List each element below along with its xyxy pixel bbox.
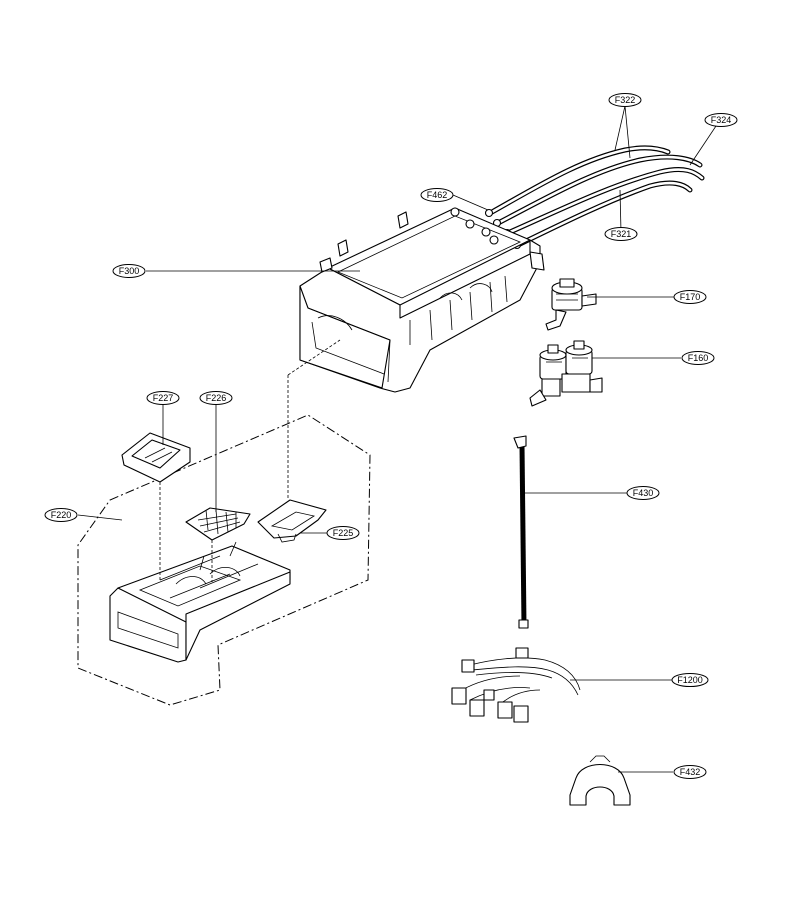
tube-part <box>513 435 529 629</box>
svg-text:F225: F225 <box>333 528 354 538</box>
leader-lines <box>77 105 721 773</box>
label-f462: F462 <box>420 188 454 202</box>
svg-text:F227: F227 <box>153 393 174 403</box>
svg-text:F300: F300 <box>119 266 140 276</box>
label-f220: F220 <box>44 508 78 522</box>
label-f430: F430 <box>626 486 660 500</box>
svg-text:F322: F322 <box>615 95 636 105</box>
label-f324: F324 <box>704 113 738 127</box>
alignment-lines <box>159 339 341 582</box>
svg-text:F462: F462 <box>427 190 448 200</box>
label-f1200: F1200 <box>671 673 709 687</box>
softener-cap-part <box>185 507 251 541</box>
svg-text:F324: F324 <box>711 115 732 125</box>
label-f300: F300 <box>112 264 146 278</box>
svg-text:F432: F432 <box>680 767 701 777</box>
svg-text:F220: F220 <box>51 510 72 520</box>
svg-text:F1200: F1200 <box>677 675 703 685</box>
label-f170: F170 <box>673 290 707 304</box>
water-valve-double <box>529 340 603 407</box>
wire-harness <box>451 647 581 723</box>
label-f321: F321 <box>604 227 638 241</box>
svg-text:F430: F430 <box>633 488 654 498</box>
label-f226: F226 <box>199 391 233 405</box>
drawer-part <box>109 541 291 663</box>
hose-guide-bracket <box>569 755 631 806</box>
svg-text:F160: F160 <box>688 353 709 363</box>
water-valve-single <box>545 278 597 331</box>
svg-text:F170: F170 <box>680 292 701 302</box>
label-f160: F160 <box>681 351 715 365</box>
inlet-hoses <box>484 145 705 250</box>
svg-text:F226: F226 <box>206 393 227 403</box>
label-f227: F227 <box>146 391 180 405</box>
dispenser-housing <box>299 207 545 393</box>
svg-text:F321: F321 <box>611 229 632 239</box>
label-f432: F432 <box>673 765 707 779</box>
label-f322: F322 <box>608 93 642 107</box>
drawer-assembly-region <box>77 414 371 706</box>
label-f225: F225 <box>326 526 360 540</box>
bleach-cap-part <box>257 499 327 543</box>
cap-part <box>121 432 191 483</box>
